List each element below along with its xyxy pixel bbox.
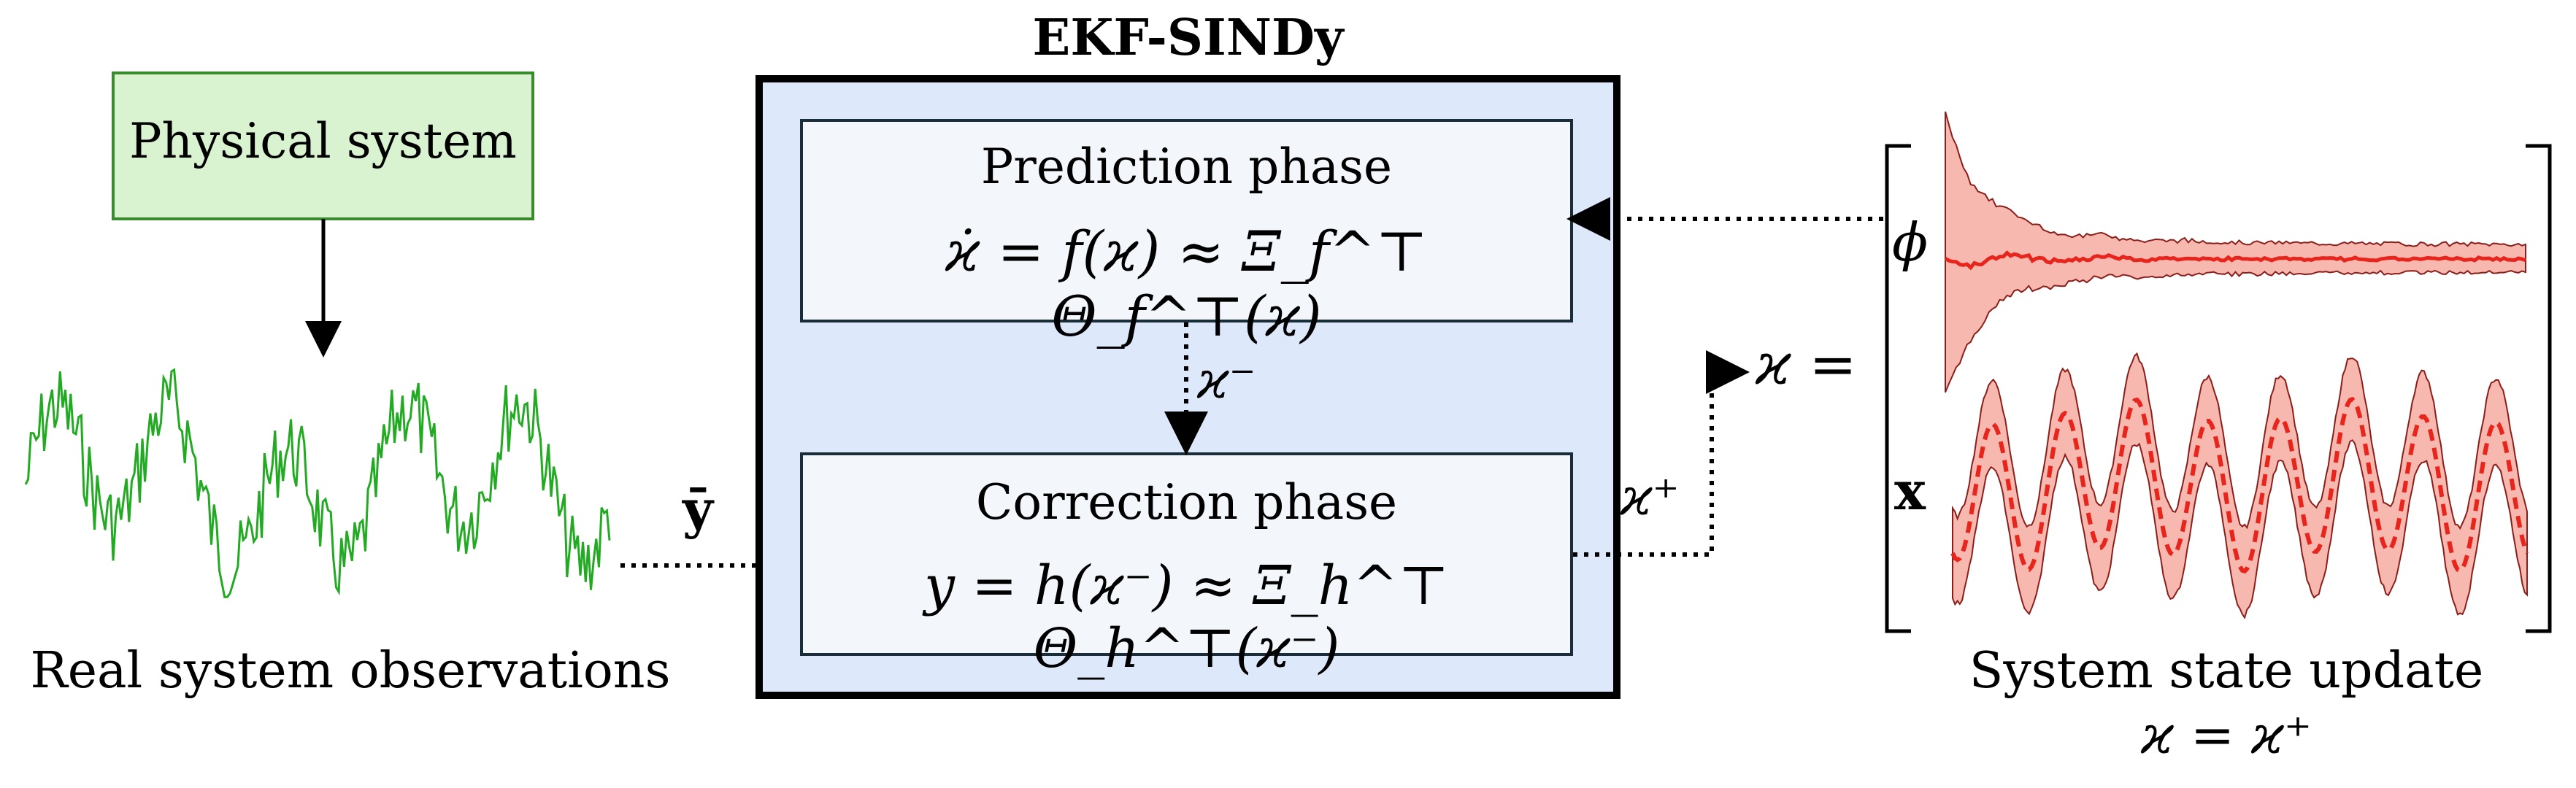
prediction-equation: ϰ̇ = f(ϰ) ≈ Ξ_f^⊤ Θ_f^⊤(ϰ)	[945, 219, 1428, 349]
prediction-title: Prediction phase	[980, 139, 1393, 195]
correction-box	[800, 452, 1573, 656]
x-uncertainty-band	[1952, 352, 2528, 619]
plus-label: ϰ⁺	[1620, 467, 1680, 527]
x-label: x	[1894, 460, 1926, 522]
observation-signal	[24, 368, 611, 598]
ybar-label: ȳ	[683, 478, 713, 540]
state-caption-line2: ϰ = ϰ⁺	[2141, 704, 2312, 765]
x-mean-line	[1950, 396, 2529, 574]
correction-output-path	[1573, 350, 1750, 557]
phi-mean-line	[1944, 250, 2526, 271]
state-caption-line1: System state update	[1969, 642, 2484, 700]
minus-label: ϰ⁻	[1197, 350, 1256, 410]
prediction-box	[800, 119, 1573, 322]
phi-label: ϕ	[1892, 212, 1929, 273]
phi-uncertainty-band	[1945, 111, 2526, 393]
correction-title: Correction phase	[975, 474, 1398, 530]
state-lhs: ϰ =	[1756, 332, 1857, 398]
left-bracket	[1885, 144, 1911, 633]
right-bracket	[2526, 144, 2552, 633]
observations-caption: Real system observations	[30, 642, 671, 700]
physical-system-label: Physical system	[129, 113, 517, 169]
physical-system-box	[112, 72, 534, 220]
correction-equation: y = h(ϰ⁻) ≈ Ξ_h^⊤ Θ_h^⊤(ϰ⁻)	[924, 555, 1449, 680]
ekf-sindy-title: EKF-SINDy	[1032, 9, 1344, 67]
